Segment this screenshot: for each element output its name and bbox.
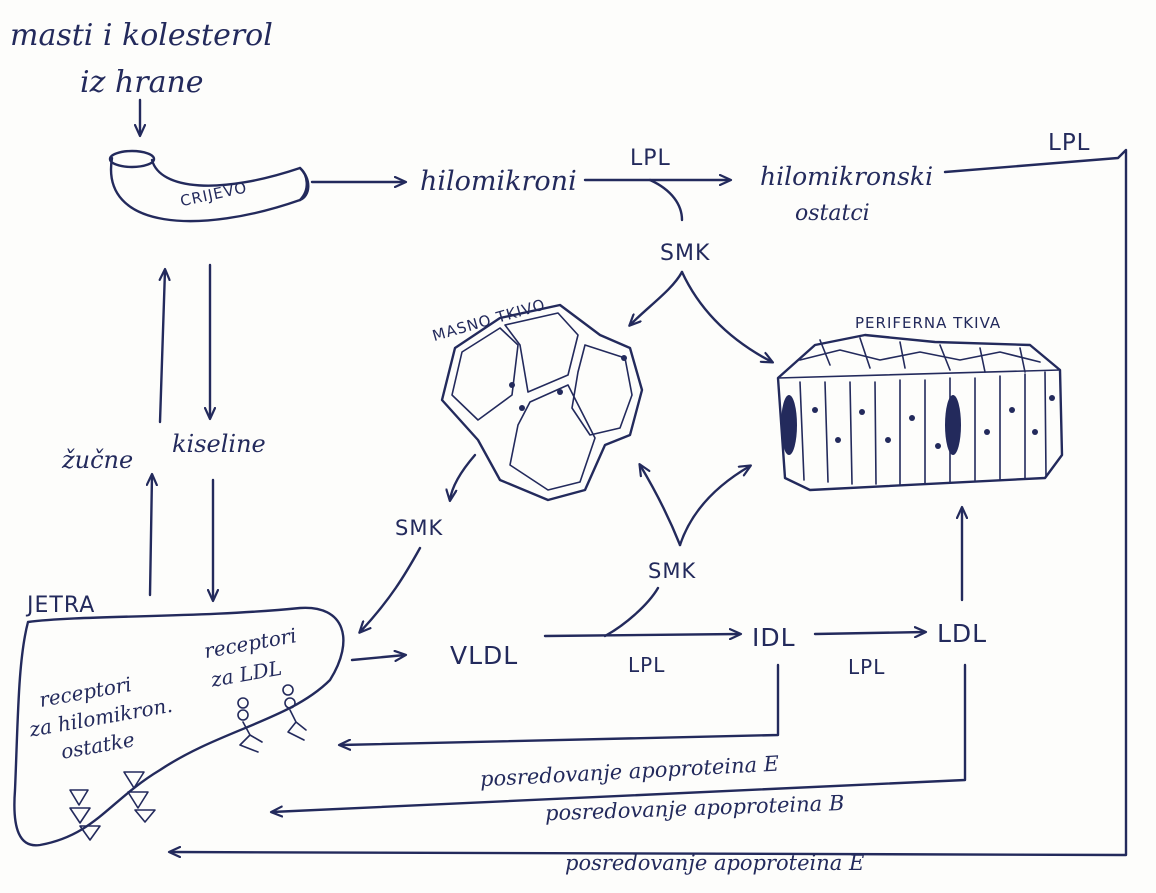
vldl-to-smk-branch (603, 586, 660, 638)
food-label-line2: iz hrane (80, 65, 204, 100)
smk-left-to-liver-arrow (360, 546, 422, 632)
adipose-tissue-drawing (440, 303, 644, 502)
idl-label: IDL (752, 623, 796, 652)
chylo-remnants-line1: hilomikronski (760, 162, 933, 191)
vldl-label: VLDL (450, 641, 518, 670)
smk-top-to-peripheral-arrow (680, 270, 772, 362)
mediation-apoE-2: posredovanje apoproteina E (565, 851, 864, 875)
food-label-line1: masti i kolesterol (10, 18, 273, 53)
ldl-label: LDL (937, 619, 987, 648)
smk-left-label: SMK (395, 516, 443, 540)
idl-to-liver-arrow (340, 663, 780, 745)
adipose-to-smk-left-arrow (450, 453, 477, 500)
vldl-to-idl-arrow (543, 634, 740, 636)
liver-to-bile-arrow (150, 475, 152, 597)
smk-top-to-adipose-arrow (630, 270, 684, 325)
intestine-drawing: CRIJEVO (108, 149, 310, 223)
peripheral-tissue-drawing (776, 333, 1064, 492)
ldl-to-liver-arrow (272, 663, 967, 812)
lpl-right-label: LPL (1048, 130, 1091, 156)
smk-mid-to-peripheral-arrow (678, 466, 750, 547)
liver-outline (13, 606, 345, 847)
bile-label: žučne (61, 446, 133, 474)
peripheral-label: PERIFERNA TKIVA (855, 314, 1001, 332)
lpl-vldl-label: LPL (628, 653, 665, 677)
smk-mid-to-adipose-arrow (640, 465, 682, 547)
idl-to-ldl-arrow (813, 632, 925, 634)
receptors-ldl-line2: za LDL (208, 656, 283, 692)
adipose-label: MASNO TKIVO (430, 295, 547, 344)
liver-to-vldl-arrow (350, 655, 405, 660)
liver-label: JETRA (25, 593, 95, 618)
lpl-top-branch (648, 178, 684, 222)
receptors-ldl-line1: receptori (202, 623, 298, 663)
lpl-top-label: LPL (630, 146, 671, 171)
lpl-idl-label: LPL (848, 655, 885, 679)
smk-mid-label: SMK (648, 559, 696, 583)
chylo-receptor-icons (69, 771, 156, 841)
mediation-apoE-1: posredovanje apoproteina E (479, 752, 779, 792)
remnants-to-liver-path (170, 148, 1128, 855)
acids-label: kiseline (172, 430, 266, 458)
ldl-receptor-icons (237, 684, 307, 753)
bile-to-intestine-arrow (160, 270, 165, 424)
smk-top-label: SMK (660, 241, 710, 266)
chylo-remnants-line2: ostatci (795, 201, 870, 226)
chylomicrons-label: hilomikroni (420, 166, 577, 197)
